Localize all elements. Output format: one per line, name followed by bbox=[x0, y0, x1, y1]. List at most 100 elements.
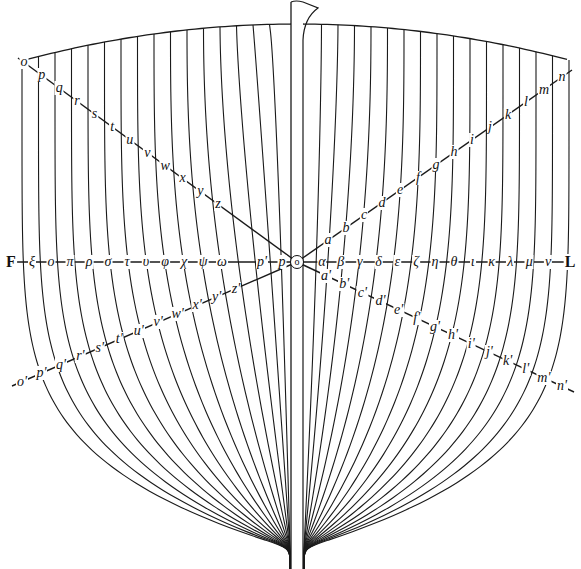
station-line bbox=[270, 24, 291, 569]
station-letter: θ bbox=[449, 255, 458, 269]
diagonal-letter: r bbox=[73, 94, 80, 108]
station-letter: ζ bbox=[412, 255, 420, 269]
diagonal-letter: a bbox=[324, 233, 333, 247]
diagonal-letter: e bbox=[396, 183, 404, 197]
diagonal-line bbox=[18, 58, 297, 262]
diagonal-letter: q' bbox=[55, 358, 67, 372]
centre-point: o bbox=[290, 255, 304, 269]
station-line bbox=[220, 27, 290, 569]
diagonal-letter: s bbox=[91, 107, 98, 121]
sheer-line bbox=[27, 24, 291, 59]
diagonal-letter: e' bbox=[393, 303, 404, 317]
diagonal-letter: g' bbox=[429, 320, 441, 334]
station-line bbox=[55, 52, 290, 569]
station-letter: γ bbox=[356, 255, 364, 269]
station-letter: p' bbox=[256, 255, 268, 269]
station-letter: ε bbox=[394, 255, 402, 269]
station-line bbox=[105, 42, 291, 569]
station-letter: π bbox=[65, 255, 74, 269]
station-letter: η bbox=[431, 255, 440, 269]
station-line bbox=[39, 57, 291, 569]
station-letter: ρ bbox=[85, 255, 94, 269]
station-letter: ω bbox=[216, 255, 228, 269]
diagonal-letter: s' bbox=[95, 341, 105, 355]
station-letter: ψ bbox=[198, 255, 209, 269]
centre-line bbox=[290, 2, 291, 569]
station-line bbox=[154, 34, 290, 569]
station-letter: σ bbox=[104, 255, 113, 269]
diagonal-letter: f' bbox=[412, 311, 421, 325]
station-letter: χ bbox=[180, 255, 188, 269]
diagonal-letter: x' bbox=[191, 298, 202, 312]
diagonal-letter: u bbox=[125, 133, 134, 147]
station-letter: α bbox=[317, 255, 326, 269]
station-line bbox=[304, 36, 454, 569]
station-letter: λ bbox=[506, 255, 514, 269]
diagonal-letter: v bbox=[143, 146, 151, 160]
diagonal-letter: a' bbox=[320, 269, 332, 283]
diagonal-letter: g bbox=[432, 158, 441, 172]
diagonal-letter: l' bbox=[521, 362, 530, 376]
diagonal-line bbox=[297, 262, 574, 392]
diagonal-letter: v' bbox=[153, 315, 164, 329]
station-letter: p bbox=[278, 255, 287, 269]
diagonal-letter: r' bbox=[75, 349, 85, 363]
diagonal-letter: c' bbox=[357, 286, 368, 300]
station-line bbox=[187, 30, 290, 569]
diagonal-line bbox=[12, 262, 297, 386]
station-letter: ο bbox=[47, 255, 56, 269]
diagonal-letter: i bbox=[469, 133, 475, 147]
diagonal-letter: n' bbox=[556, 379, 568, 393]
diagonal-letter: u' bbox=[133, 324, 145, 338]
diagonal-letter: z bbox=[214, 197, 221, 211]
diagonal-letter: y bbox=[196, 184, 204, 198]
station-letter: ν bbox=[544, 255, 552, 269]
diagonal-letter: i' bbox=[467, 337, 476, 351]
diagonal-letter: w' bbox=[170, 307, 184, 321]
end-letter: L bbox=[564, 254, 577, 270]
diagonal-letter: p bbox=[37, 68, 46, 82]
station-line bbox=[304, 56, 553, 569]
diagonal-letter: h' bbox=[447, 328, 459, 342]
diagonal-letter: q bbox=[55, 81, 64, 95]
end-letter: F bbox=[5, 254, 17, 270]
diagonal-letter: p' bbox=[35, 366, 47, 380]
diagonal-letter: z' bbox=[231, 282, 241, 296]
diagonal-letter: h bbox=[450, 145, 459, 159]
diagonal-letter: c bbox=[360, 208, 368, 222]
station-letter: β bbox=[336, 255, 345, 269]
station-letter: δ bbox=[374, 255, 383, 269]
station-letter: μ bbox=[525, 255, 534, 269]
diagonal-letter: f bbox=[415, 171, 421, 185]
diagonal-letter: d bbox=[378, 196, 387, 210]
diagonal-letter: j' bbox=[485, 345, 494, 359]
station-line bbox=[304, 48, 520, 569]
diagonal-letter: n bbox=[558, 70, 567, 84]
diagonal-letter: b bbox=[342, 221, 351, 235]
station-letter: κ bbox=[487, 255, 496, 269]
station-line bbox=[304, 24, 322, 569]
station-line bbox=[138, 36, 291, 569]
station-line bbox=[304, 41, 487, 569]
diagonal-letter: k' bbox=[502, 354, 513, 368]
diagonal-letter: d' bbox=[374, 294, 386, 308]
sheer-line bbox=[303, 24, 567, 59]
station-line bbox=[304, 25, 338, 569]
diagonal-letter: o bbox=[20, 55, 29, 69]
diagonal-letter: w bbox=[159, 159, 170, 173]
station-letter: υ bbox=[142, 255, 150, 269]
station-letter: ξ bbox=[28, 255, 36, 269]
diagonal-letter: j bbox=[487, 120, 493, 134]
diagonal-letter: t bbox=[109, 120, 115, 134]
diagonal-letter: o' bbox=[16, 375, 28, 389]
diagonal-letter: b' bbox=[338, 277, 350, 291]
stem-post bbox=[291, 1, 318, 569]
diagonal-letter: x bbox=[179, 171, 187, 185]
station-line bbox=[253, 25, 290, 569]
diagonal-line bbox=[297, 70, 572, 262]
diagonal-letter: k bbox=[504, 108, 512, 122]
station-letter: ι bbox=[470, 255, 476, 269]
diagonal-letter: y' bbox=[211, 290, 222, 304]
